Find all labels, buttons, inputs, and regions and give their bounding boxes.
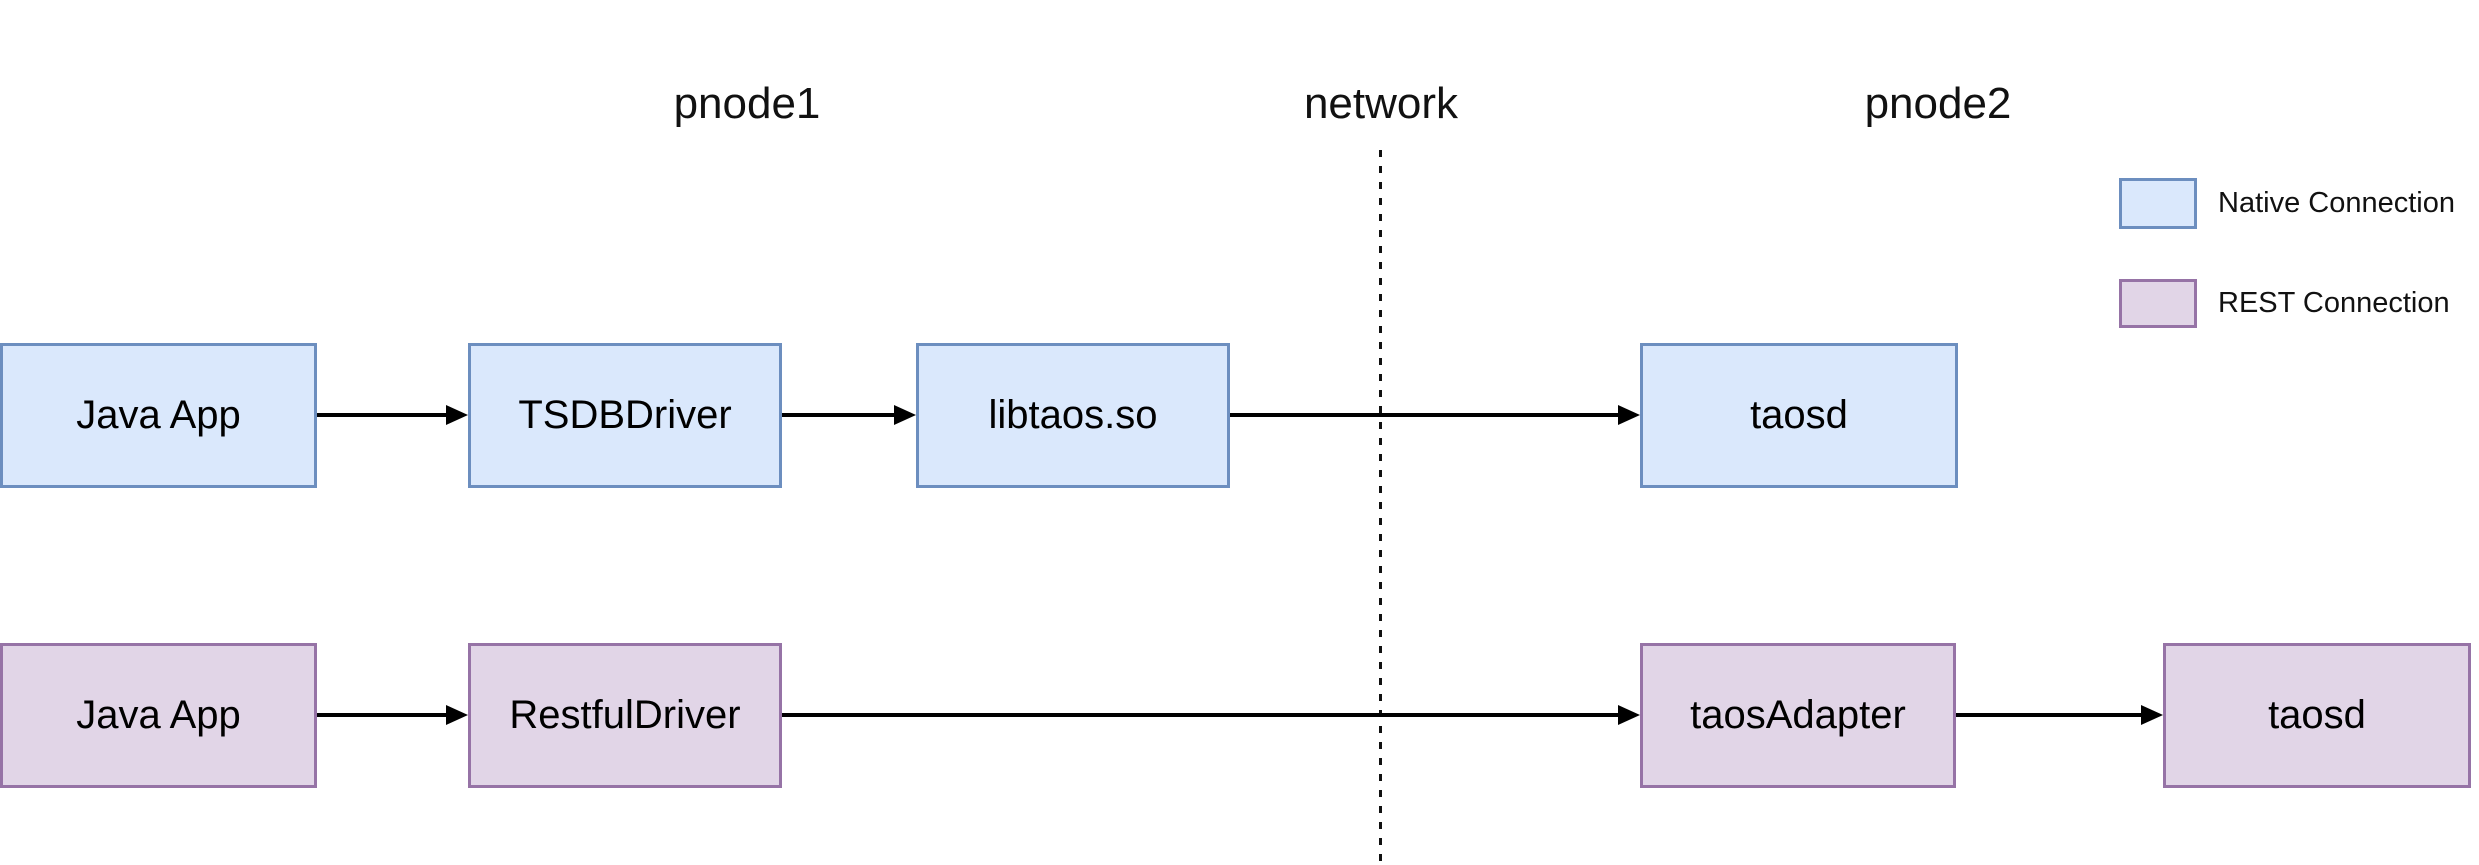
- node-label: Java App: [76, 693, 241, 737]
- arrowhead-icon: [894, 405, 916, 425]
- arrow-restfuldriver-to-taosadapter: [782, 705, 1640, 725]
- node-libtaos-so: libtaos.so: [916, 343, 1230, 488]
- arrow-taosadapter-to-taosd: [1956, 705, 2163, 725]
- node-label: RestfulDriver: [509, 693, 741, 737]
- node-label: taosd: [2268, 693, 2366, 737]
- arrowhead-icon: [1618, 405, 1640, 425]
- arrowhead-icon: [446, 705, 468, 725]
- legend-label: Native Connection: [2218, 187, 2455, 219]
- node-label: taosAdapter: [1690, 693, 1906, 737]
- section-title-network: network: [1303, 79, 1459, 128]
- arrow-tsdbdriver-to-libtaos: [782, 405, 916, 425]
- arrow-javaapp-to-tsdbdriver: [317, 405, 468, 425]
- legend-item-rest-connection: REST Connection: [2119, 279, 2450, 328]
- node-label: TSDBDriver: [518, 393, 732, 437]
- node-taosd-rest: taosd: [2163, 643, 2471, 788]
- arrow-javaapp-to-restfuldriver: [317, 705, 468, 725]
- node-taosd-native: taosd: [1640, 343, 1958, 488]
- arrow-shaft: [317, 713, 452, 717]
- section-title-pnode1: pnode1: [673, 79, 821, 128]
- arrow-shaft: [317, 413, 452, 417]
- section-title-pnode2: pnode2: [1864, 79, 2012, 128]
- node-label: taosd: [1750, 393, 1848, 437]
- node-java-app-rest: Java App: [0, 643, 317, 788]
- arrow-shaft: [1230, 413, 1624, 417]
- legend-item-native-connection: Native Connection: [2119, 178, 2455, 229]
- node-restfuldriver: RestfulDriver: [468, 643, 782, 788]
- node-taosadapter: taosAdapter: [1640, 643, 1956, 788]
- node-java-app-native: Java App: [0, 343, 317, 488]
- arrowhead-icon: [1618, 705, 1640, 725]
- node-tsdbdriver: TSDBDriver: [468, 343, 782, 488]
- legend-label: REST Connection: [2218, 287, 2450, 319]
- arrow-shaft: [782, 713, 1624, 717]
- arrowhead-icon: [446, 405, 468, 425]
- node-label: libtaos.so: [988, 393, 1158, 437]
- arrow-shaft: [782, 413, 900, 417]
- legend-swatch-rest: [2119, 279, 2197, 328]
- arrow-libtaos-to-taosd: [1230, 405, 1640, 425]
- legend-swatch-native: [2119, 178, 2197, 229]
- arrowhead-icon: [2141, 705, 2163, 725]
- network-boundary-dashed-line: [1379, 150, 1382, 865]
- arrow-shaft: [1956, 713, 2147, 717]
- node-label: Java App: [76, 393, 241, 437]
